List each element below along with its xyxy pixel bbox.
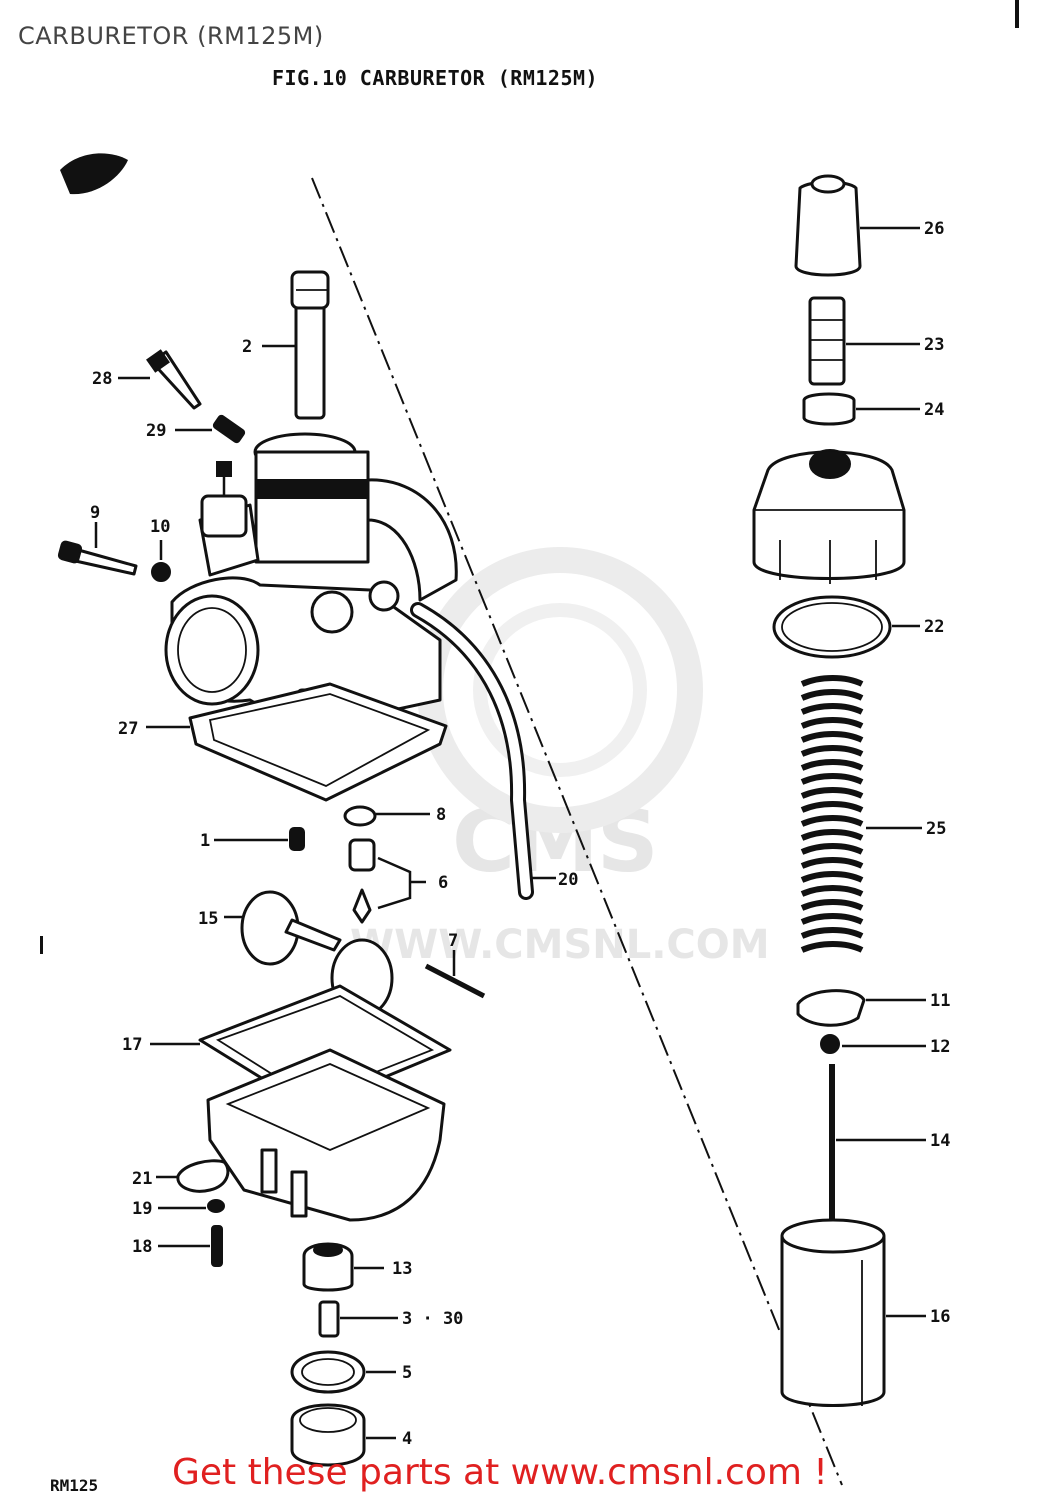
- part-22-o-ring[interactable]: [772, 595, 920, 659]
- callout-24: 24: [924, 400, 944, 420]
- part-11-clip-plate[interactable]: [796, 989, 926, 1027]
- callout-18: 18: [132, 1237, 152, 1257]
- part-4-plug[interactable]: [290, 1403, 396, 1467]
- part-5-o-ring[interactable]: [290, 1350, 396, 1394]
- carburetor-body[interactable]: [164, 432, 458, 732]
- part-13-cap[interactable]: [302, 1242, 384, 1292]
- callout-25: 25: [926, 819, 946, 839]
- part-16-throttle-valve[interactable]: [780, 1218, 926, 1407]
- callout-5: 5: [402, 1363, 412, 1383]
- callout-28: 28: [92, 369, 112, 389]
- page-title: CARBURETOR (RM125M): [18, 22, 324, 50]
- callout-3-30: 3 · 30: [402, 1309, 463, 1329]
- footer-link[interactable]: Get these parts at www.cmsnl.com !: [172, 1452, 828, 1493]
- callout-29: 29: [146, 421, 166, 441]
- part-24-nut[interactable]: [802, 392, 920, 426]
- part-2-cable-adjuster[interactable]: [262, 270, 330, 420]
- callout-16: 16: [930, 1307, 950, 1327]
- callout-2: 2: [242, 337, 252, 357]
- callout-1: 1: [200, 831, 210, 851]
- part-10-cap-nut[interactable]: [151, 540, 171, 582]
- assembly-guide-line: [311, 177, 843, 1486]
- part-1-main-jet[interactable]: [214, 827, 305, 851]
- part-25-spring[interactable]: [800, 675, 922, 964]
- part-28-air-screw[interactable]: [118, 349, 202, 410]
- part-6-needle-valve[interactable]: [348, 838, 426, 924]
- callout-11: 11: [930, 991, 950, 1011]
- watermark-url: WWW.CMSNL.COM: [350, 922, 770, 968]
- callout-14: 14: [930, 1131, 950, 1151]
- part-26-cap[interactable]: [794, 174, 920, 277]
- callout-27: 27: [118, 719, 138, 739]
- callout-10: 10: [150, 517, 170, 537]
- part-29-stop-screw[interactable]: [175, 414, 246, 444]
- callout-7: 7: [448, 931, 458, 951]
- part-8-o-ring[interactable]: [343, 805, 430, 827]
- mixing-chamber-top[interactable]: [752, 449, 906, 584]
- callout-13: 13: [392, 1259, 412, 1279]
- model-code: RM125: [50, 1476, 99, 1495]
- callout-4: 4: [402, 1429, 412, 1449]
- part-21-clamp[interactable]: [156, 1159, 230, 1193]
- callout-8: 8: [436, 805, 446, 825]
- part-12-e-clip[interactable]: [820, 1034, 926, 1054]
- part-18-screw[interactable]: [158, 1225, 223, 1267]
- watermark-logo: [417, 547, 703, 833]
- scan-specks: [40, 0, 1019, 954]
- part-20-overflow-tube[interactable]: [410, 602, 556, 900]
- callout-12: 12: [930, 1037, 950, 1057]
- part-19-washer[interactable]: [158, 1199, 225, 1213]
- float-chamber[interactable]: [206, 1048, 446, 1222]
- callout-26: 26: [924, 219, 944, 239]
- callout-6: 6: [438, 873, 448, 893]
- callout-15: 15: [198, 909, 218, 929]
- part-9-screw[interactable]: [57, 522, 138, 576]
- callout-22: 22: [924, 617, 944, 637]
- callout-20: 20: [558, 870, 578, 890]
- part-23-adjuster[interactable]: [808, 296, 920, 386]
- callout-labels: 2 28 29 9 10 27 8 1 6 20 15 7 17 21 19 1…: [90, 219, 950, 1449]
- callout-9: 9: [90, 503, 100, 523]
- part-3-30-pilot-jet[interactable]: [318, 1300, 398, 1338]
- part-27-plate[interactable]: [146, 682, 448, 802]
- callout-19: 19: [132, 1199, 152, 1219]
- callout-23: 23: [924, 335, 944, 355]
- figure-title: FIG.10 CARBURETOR (RM125M): [272, 66, 599, 90]
- part-7-float-pin[interactable]: [424, 950, 486, 999]
- callout-21: 21: [132, 1169, 152, 1189]
- callout-17: 17: [122, 1035, 142, 1055]
